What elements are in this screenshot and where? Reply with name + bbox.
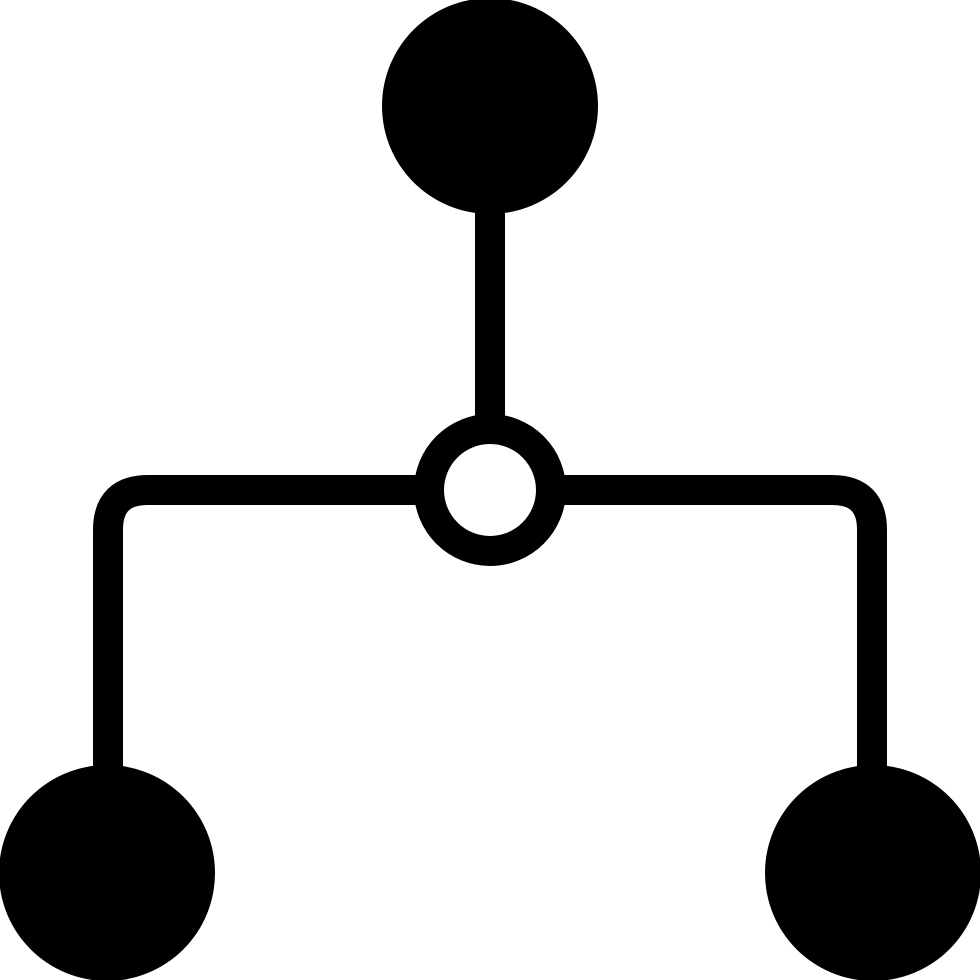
bottom-right-node-circle [765,765,980,980]
hub-ring [414,414,566,566]
bottom-left-node-circle [0,765,215,980]
top-node-circle [382,0,598,214]
